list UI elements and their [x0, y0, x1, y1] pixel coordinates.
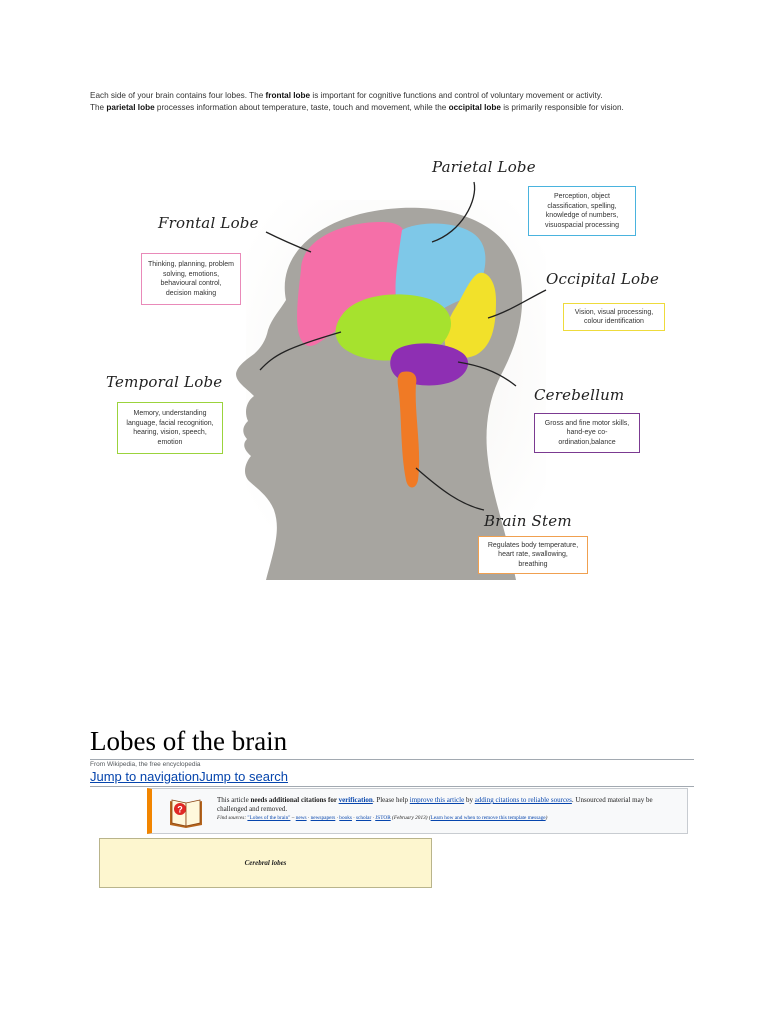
notice-message: This article needs additional citations … — [217, 796, 682, 814]
occipital-lobe-term: occipital lobe — [449, 103, 501, 112]
page-title: Lobes of the brain — [90, 726, 694, 760]
source-link-newspapers[interactable]: newspapers — [311, 815, 336, 821]
frontal-lobe-description: Thinking, planning, problem solving, emo… — [141, 253, 241, 305]
brain-lobes-figure: Parietal Lobe Perception, object classif… — [96, 150, 680, 580]
find-sources-label: Find sources: — [217, 815, 247, 821]
intro-text: is important for cognitive functions and… — [310, 91, 602, 100]
improve-article-link[interactable]: improve this article — [410, 796, 464, 804]
parietal-lobe-term: parietal lobe — [106, 103, 154, 112]
infobox: Cerebral lobes — [99, 838, 432, 888]
intro-text: The — [90, 103, 106, 112]
parietal-lobe-title: Parietal Lobe — [432, 158, 536, 176]
intro-line-1: Each side of your brain contains four lo… — [90, 90, 730, 102]
adding-citations-link[interactable]: adding citations to reliable sources — [475, 796, 572, 804]
jump-links: Jump to navigationJump to search — [90, 769, 694, 787]
intro-paragraph: Each side of your brain contains four lo… — [90, 90, 730, 114]
frontal-lobe-term: frontal lobe — [266, 91, 311, 100]
notice-emphasis: needs additional citations for — [250, 796, 338, 804]
notice-date: (February 2013) ( — [391, 815, 431, 821]
cerebellum-title: Cerebellum — [534, 386, 624, 404]
infobox-caption: Cerebral lobes — [245, 859, 287, 867]
notice-text: by — [464, 796, 475, 804]
occipital-lobe-title: Occipital Lobe — [546, 270, 659, 288]
occipital-lobe-description: Vision, visual processing, colour identi… — [563, 303, 665, 331]
temporal-lobe-title: Temporal Lobe — [106, 373, 222, 391]
intro-line-2: The parietal lobe processes information … — [90, 102, 730, 114]
intro-text: processes information about temperature,… — [155, 103, 449, 112]
brainstem-title: Brain Stem — [484, 512, 572, 530]
page-tagline: From Wikipedia, the free encyclopedia — [90, 761, 201, 768]
source-link-news[interactable]: news — [296, 815, 307, 821]
notice-text: . Please help — [373, 796, 410, 804]
question-book-icon: ? — [166, 793, 206, 829]
cerebellum-description: Gross and fine motor skills, hand-eye co… — [534, 413, 640, 453]
parietal-lobe-description: Perception, object classification, spell… — [528, 186, 636, 236]
jump-to-navigation-link[interactable]: Jump to navigation — [90, 769, 199, 784]
jump-to-search-link[interactable]: Jump to search — [199, 769, 288, 784]
find-query-link[interactable]: "Lobes of the brain" — [247, 815, 290, 821]
source-link-books[interactable]: books — [339, 815, 352, 821]
find-sources-line: Find sources: "Lobes of the brain" – new… — [217, 815, 687, 821]
frontal-lobe-title: Frontal Lobe — [158, 214, 259, 232]
intro-text: Each side of your brain contains four lo… — [90, 91, 266, 100]
learn-remove-template-link[interactable]: Learn how and when to remove this templa… — [431, 815, 546, 821]
svg-text:?: ? — [177, 805, 183, 815]
source-link-jstor[interactable]: JSTOR — [375, 815, 391, 821]
brainstem-description: Regulates body temperature, heart rate, … — [478, 536, 588, 574]
intro-text: is primarily responsible for vision. — [501, 103, 624, 112]
notice-text: This article — [217, 796, 250, 804]
citation-notice: ? This article needs additional citation… — [147, 788, 688, 834]
notice-close-paren: ) — [546, 815, 548, 821]
verification-link[interactable]: verification — [339, 796, 373, 804]
source-link-scholar[interactable]: scholar — [356, 815, 371, 821]
temporal-lobe-description: Memory, understanding language, facial r… — [117, 402, 223, 454]
